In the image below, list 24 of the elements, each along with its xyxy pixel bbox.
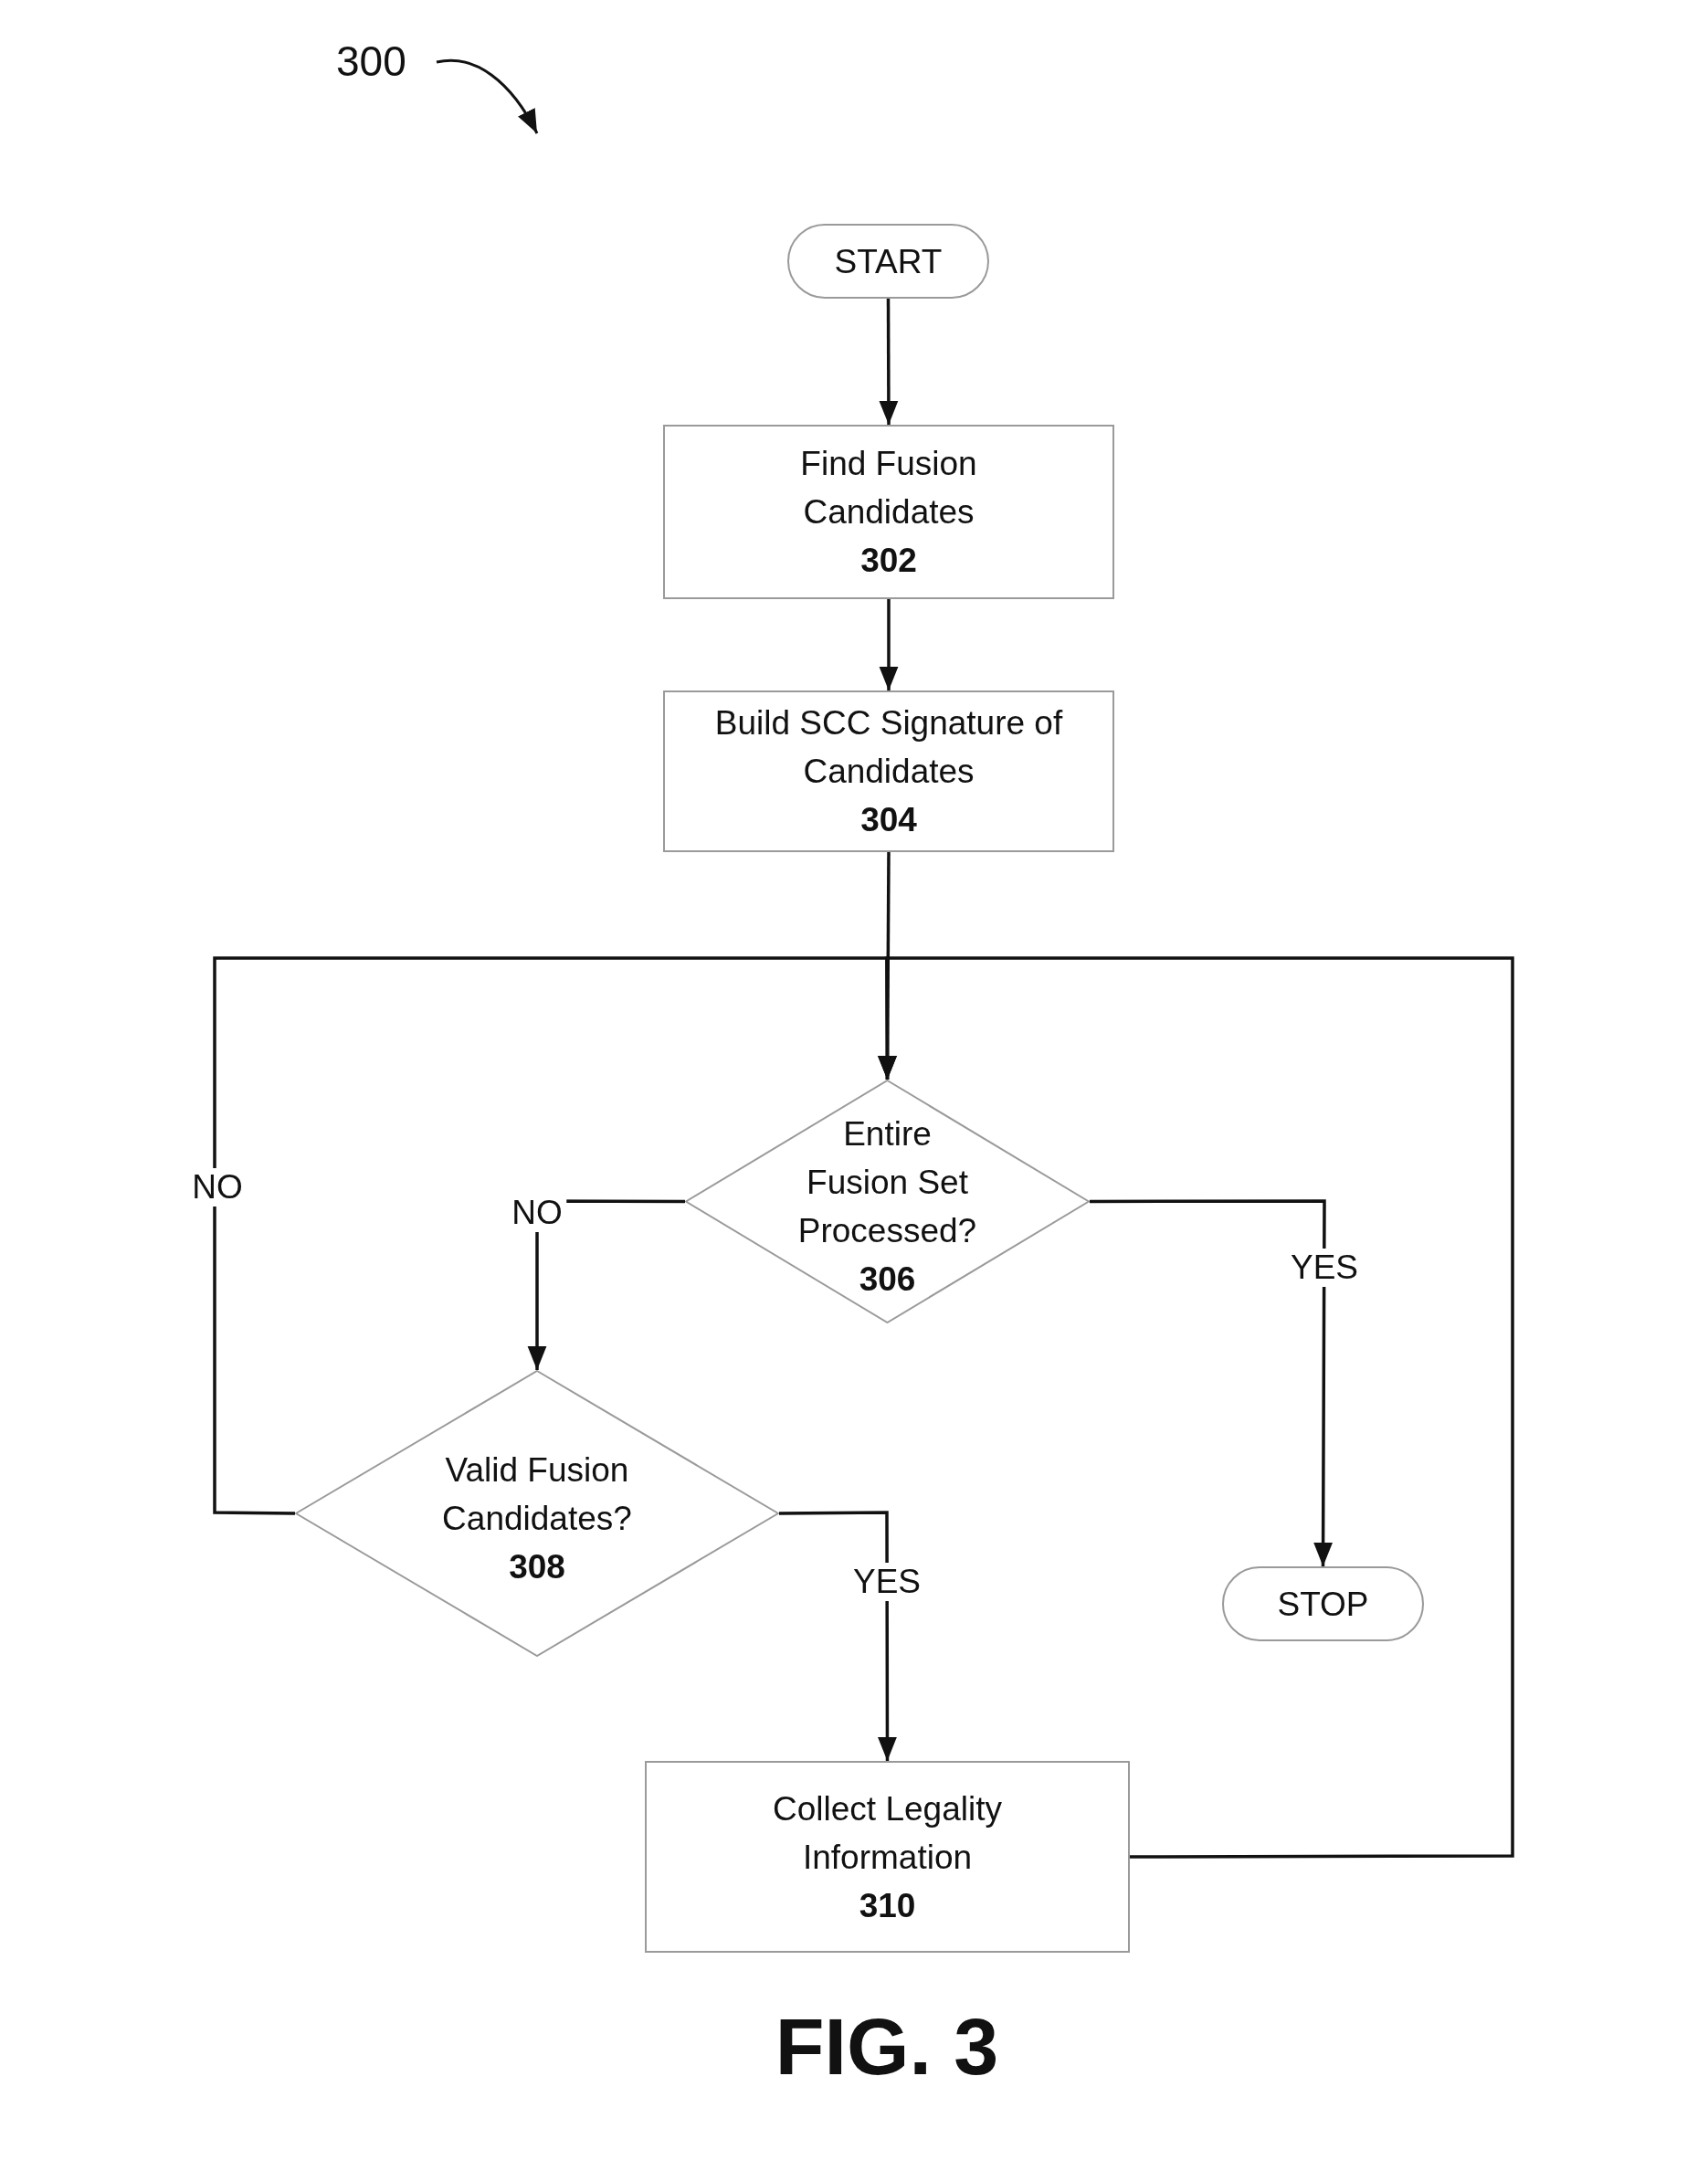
process-box [645,1761,1130,1953]
arrow [1090,1199,1333,1566]
decision-diamond [295,1370,779,1657]
step-label: Valid Fusion Candidates? [441,1449,633,1539]
arrow [779,1511,897,1761]
process-box [663,425,1114,599]
step-number: 310 [859,1885,916,1926]
figure-caption: FIG. 3 [774,2000,1000,2093]
step-number: 308 [509,1546,565,1587]
arrow [879,299,899,425]
process-box [663,690,1114,852]
step-number: 306 [859,1259,916,1300]
step-number: 302 [860,541,917,581]
decision-diamond [685,1080,1090,1323]
step-label: Collect Legality Information [772,1788,1003,1878]
step-label: Build SCC Signature of Candidates [713,703,1064,792]
step-number: 304 [860,800,917,840]
arrow [879,599,899,690]
step-label: Entire Fusion Set Processed? [796,1113,978,1251]
step-label: STOP [1277,1584,1369,1625]
arrow [878,956,1514,1859]
step-label: Find Fusion Candidates [799,444,978,532]
step-label: START [834,241,943,282]
reference-numeral: 300 [336,37,406,86]
